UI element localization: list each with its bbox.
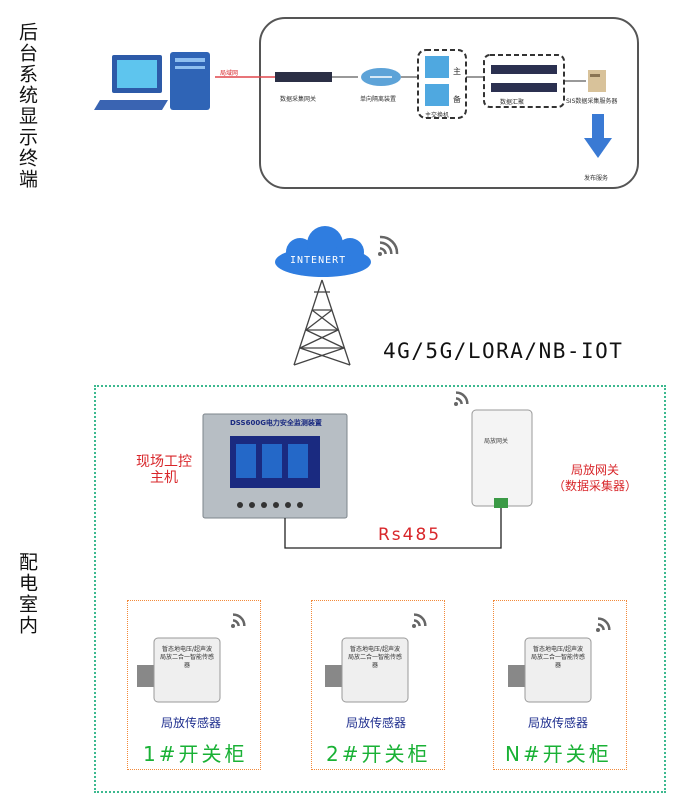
cabinet-1-box [127, 600, 261, 770]
gateway-device [471, 409, 533, 508]
sensor-1-label: 局放传感器 [161, 716, 222, 730]
lan-label: 局域网 [220, 70, 239, 77]
sensor-1-device-text: 暂态地电压/超声波局放二合一智能传感器 [160, 646, 215, 669]
tower-icon [293, 279, 351, 366]
backend-system-box [259, 17, 639, 189]
cabinet-2-title: 2#开关柜 [326, 742, 431, 766]
switch-icon [361, 68, 401, 86]
server-icon [588, 70, 606, 92]
cabinet-3-title: N#开关柜 [505, 742, 612, 766]
room-zone [94, 385, 666, 793]
switch-label: 主交换机 [425, 112, 450, 119]
arrow-down-icon [584, 114, 612, 158]
cloud-icon [275, 226, 371, 277]
gateway-label: 局放网关 （数据采集器） [552, 463, 637, 493]
wifi-icon [454, 391, 469, 406]
sensor-3-label: 局放传感器 [528, 716, 589, 730]
cabinet-1-title: 1#开关柜 [143, 742, 248, 766]
backend-caption: 后台系统显示终端 [16, 22, 38, 190]
publish-label: 发布服务 [584, 175, 609, 182]
backup-label: 备 [453, 95, 461, 104]
gateway-device-text: 局放网关 [484, 438, 509, 445]
rs485-label: Rs485 [378, 525, 442, 545]
main-label: 主 [453, 67, 461, 76]
sensor-2-label: 局放传感器 [346, 716, 407, 730]
sis-server-label: SIS数据采集服务器 [566, 98, 618, 105]
sensor-3-device-text: 暂态地电压/超声波局放二合一智能传感器 [531, 646, 586, 669]
host-device-title: DSS600G电力安全监测装置 [230, 419, 322, 427]
sensor-2-device-text: 暂态地电压/超声波局放二合一智能传感器 [348, 646, 403, 669]
host-label-text: 现场工控主机 [136, 454, 192, 486]
channel-label: 4G/5G/LORA/NB-IOT [383, 339, 624, 363]
sensor-device-2 [325, 637, 409, 703]
isolation-label: 单向隔离装置 [360, 96, 397, 103]
cabinet-3-box [493, 600, 627, 770]
room-caption: 配电室内 [16, 552, 38, 636]
aggregation-label: 数据汇聚 [500, 99, 525, 106]
wifi-icon [378, 235, 399, 256]
wifi-icon [231, 613, 246, 628]
sensor-device-3 [508, 637, 592, 703]
sensor-device-1 [137, 637, 221, 703]
host-label: 现场工控主机 [134, 454, 194, 486]
host-device [202, 413, 348, 519]
cloud-label: INTENERT [290, 255, 347, 266]
computer-icon [94, 52, 210, 110]
wifi-icon [596, 617, 611, 632]
gateway-tiny-label: 数据采集网关 [280, 96, 317, 103]
cabinet-2-box [311, 600, 445, 770]
wifi-icon [412, 613, 427, 628]
